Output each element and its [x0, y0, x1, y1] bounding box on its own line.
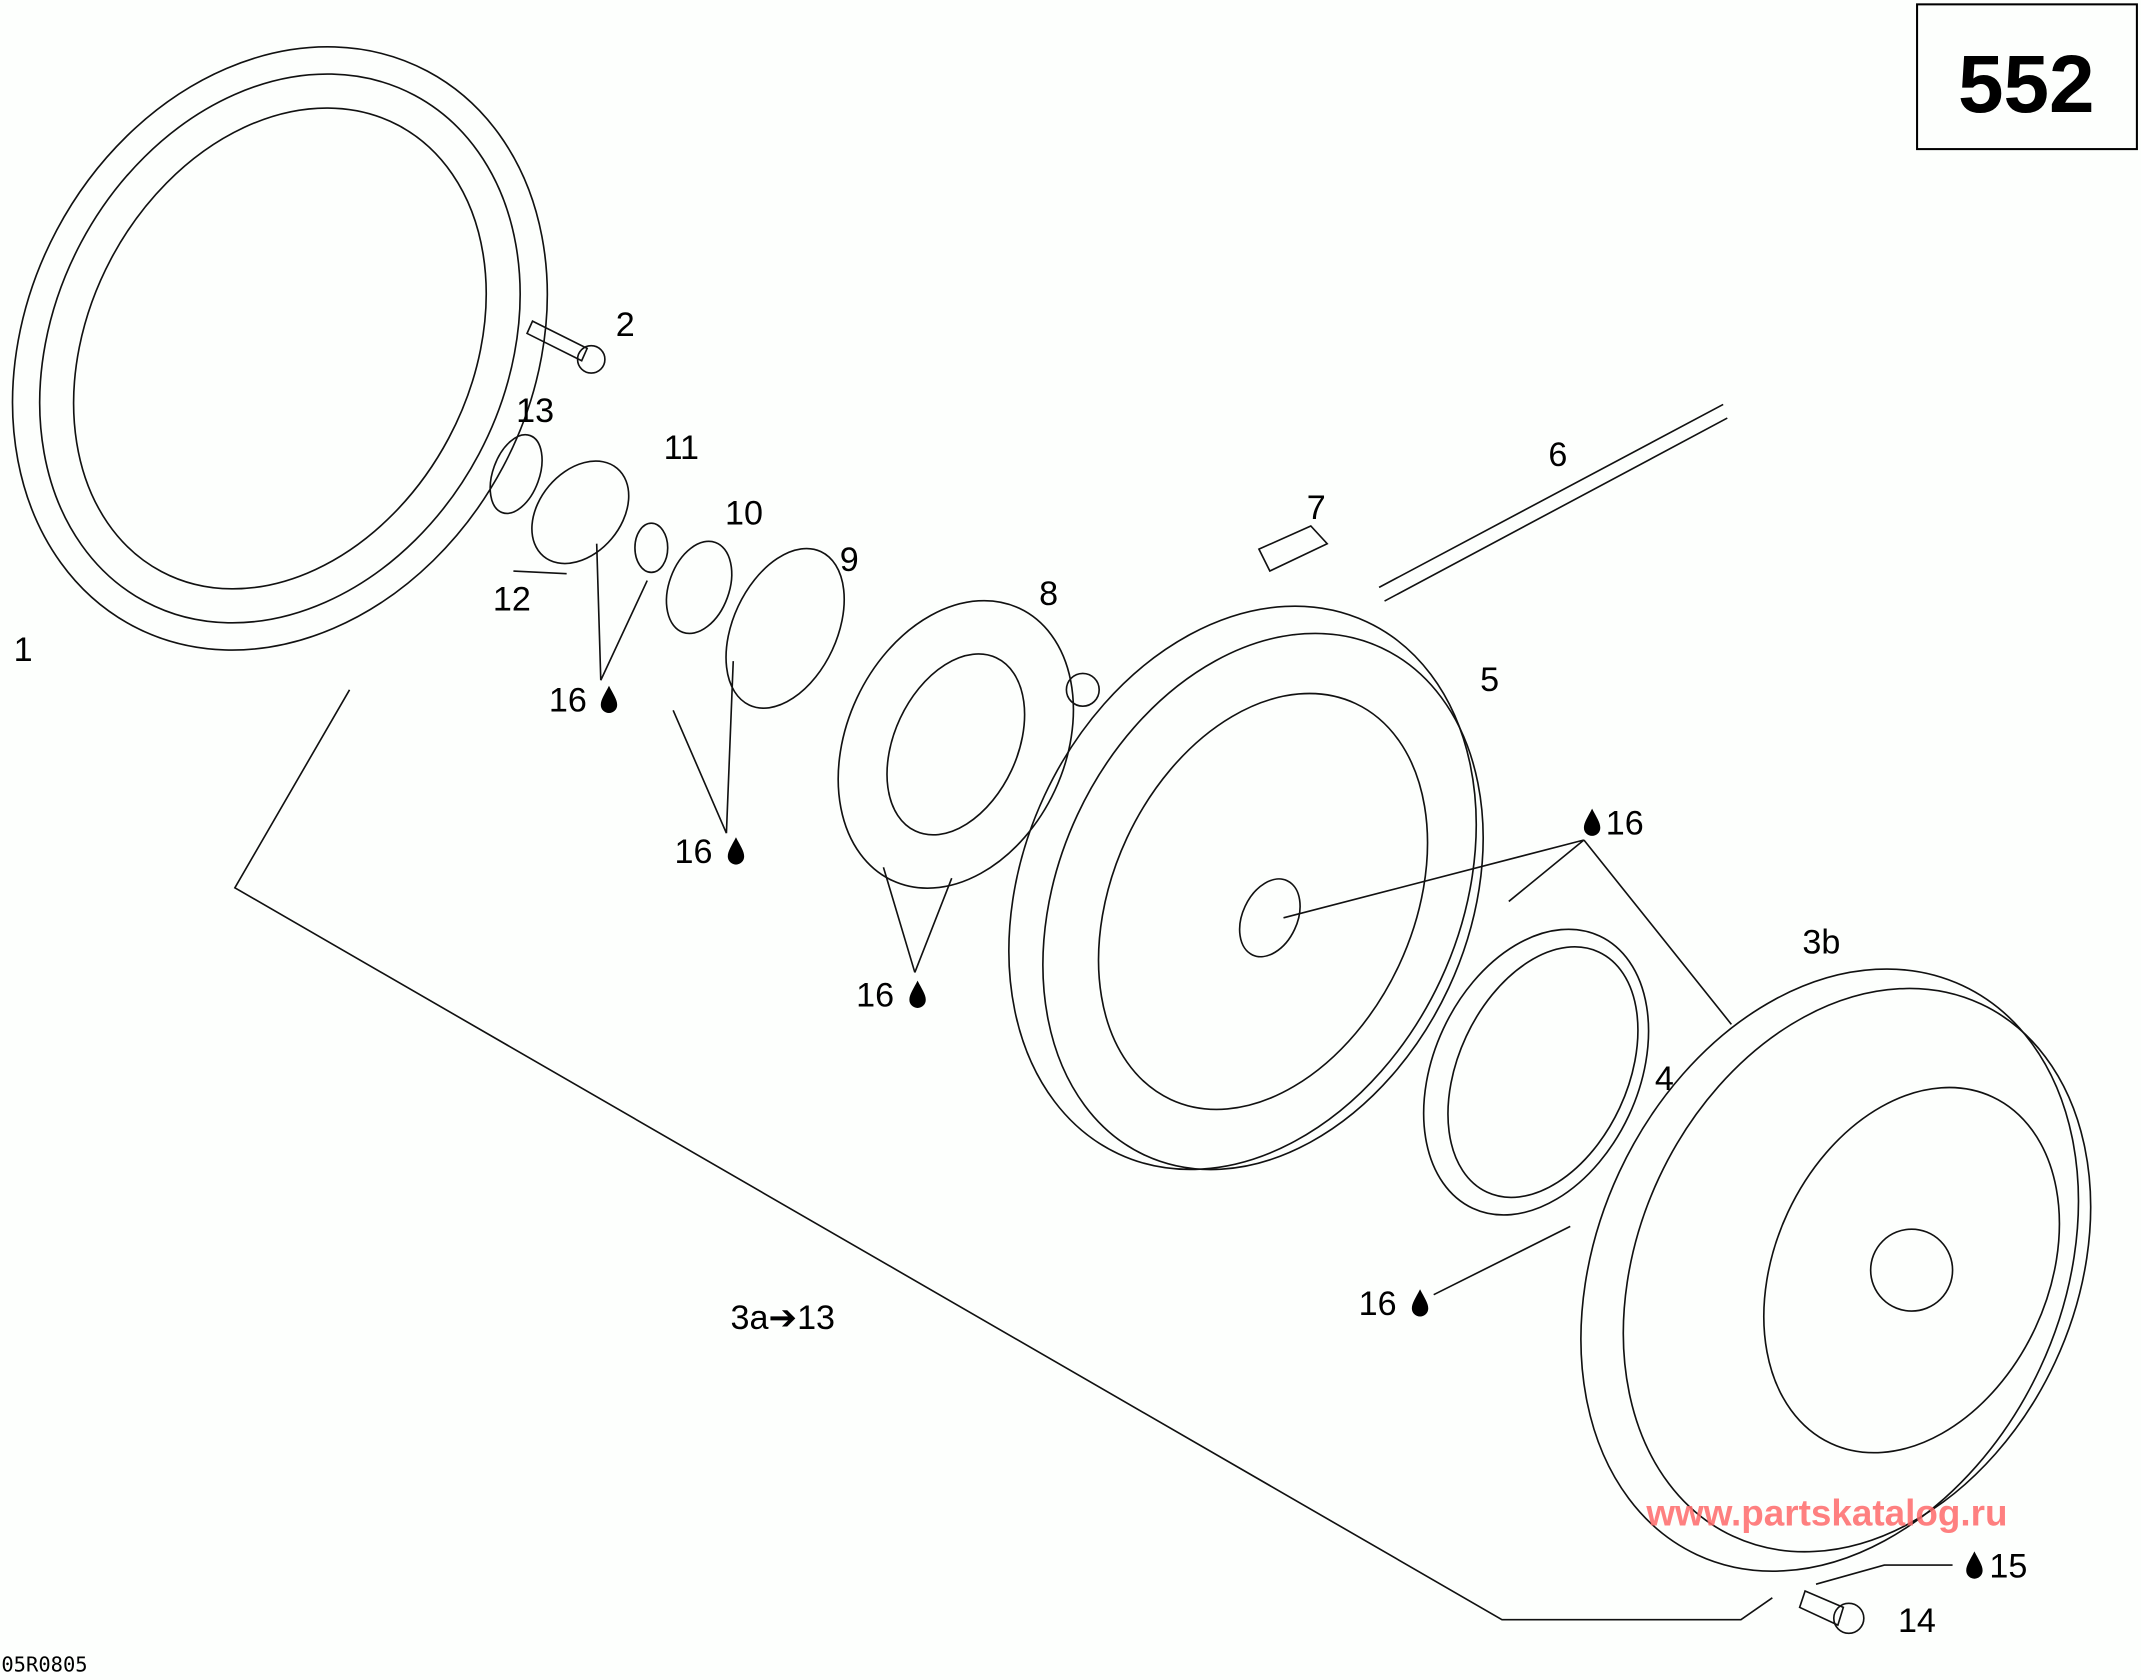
oil-drop-icon [1411, 1289, 1429, 1317]
part-2-bolt [525, 320, 606, 374]
callout-3b: 3b [1802, 923, 1840, 961]
callout-6: 6 [1548, 436, 1567, 474]
page-number: 552 [1958, 39, 2095, 130]
callout-16-d: 16 [1583, 805, 1644, 843]
part-1-housing-ring [11, 46, 549, 651]
callout-11: 11 [664, 429, 699, 467]
callout-14: 14 [1898, 1602, 1936, 1640]
callout-5: 5 [1480, 661, 1499, 699]
callout-10: 10 [725, 495, 763, 533]
page-number-box [1916, 3, 2138, 151]
svg-text:15: 15 [1989, 1547, 2027, 1585]
callout-8: 8 [1039, 575, 1058, 613]
drawing-code: 05R0805 [1, 1653, 87, 1677]
part-8-cam [837, 599, 1100, 889]
callout-12: 12 [493, 581, 531, 619]
leader-lines [233, 543, 1953, 1621]
part-5-pulley [1008, 605, 1484, 1171]
callout-7: 7 [1307, 489, 1326, 527]
callout-1: 1 [14, 631, 33, 669]
part-4-spring [1422, 928, 1650, 1216]
part-3b-starter-housing [1580, 968, 2092, 1572]
oil-drop-icon [1583, 808, 1601, 836]
callout-16-e: 16 [1359, 1285, 1429, 1323]
part-14-bolt [1798, 1589, 1865, 1635]
callout-9: 9 [840, 541, 859, 579]
part-10-bushing [665, 540, 733, 635]
oil-drop-icon [1966, 1551, 1983, 1579]
callout-4: 4 [1655, 1060, 1674, 1098]
callout-3a-to-13: 3a➔13 [731, 1299, 836, 1337]
callout-15: 15 [1966, 1547, 2027, 1585]
callout-16-a: 16 [549, 682, 618, 720]
part-6-rope [1378, 403, 1728, 602]
svg-text:16: 16 [1359, 1285, 1397, 1323]
callout-16-b: 16 [675, 833, 745, 871]
part-12-plate [531, 460, 630, 565]
svg-text:16: 16 [549, 682, 587, 720]
svg-text:16: 16 [856, 977, 894, 1015]
svg-text:16: 16 [1606, 805, 1644, 843]
oil-drop-icon [600, 685, 618, 714]
part-9-pawl [725, 547, 846, 709]
callout-2: 2 [616, 306, 635, 344]
svg-text:16: 16 [675, 833, 713, 871]
svg-text:3a➔13: 3a➔13 [731, 1299, 836, 1337]
part-13-lock-washer [489, 433, 543, 515]
oil-drop-icon [727, 837, 745, 865]
callout-13: 13 [516, 392, 554, 430]
oil-drop-icon [909, 980, 926, 1008]
watermark: www.partskatalog.ru [1645, 1492, 2007, 1533]
part-11-washer [634, 522, 669, 574]
part-7-handle [1257, 524, 1329, 573]
callout-16-c: 16 [856, 977, 926, 1015]
